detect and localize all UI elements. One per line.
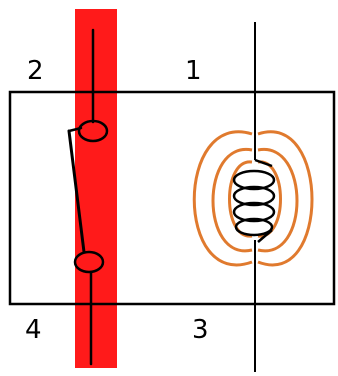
pin-label-1: 1 [185,56,202,86]
switch-arm-blade [67,129,86,254]
switch-upper-terminal [77,119,109,143]
highlight-band [75,9,117,368]
switch-lower-terminal [73,250,105,274]
pin-label-2: 2 [27,56,44,86]
coil-icon [232,158,276,243]
switch-arm [67,126,83,133]
switch-contact-icon [67,28,109,366]
pin-label-4: 4 [25,315,42,345]
relay-housing [8,90,336,306]
pin-label-3: 3 [192,315,209,345]
magnetic-field-icon [192,130,314,267]
